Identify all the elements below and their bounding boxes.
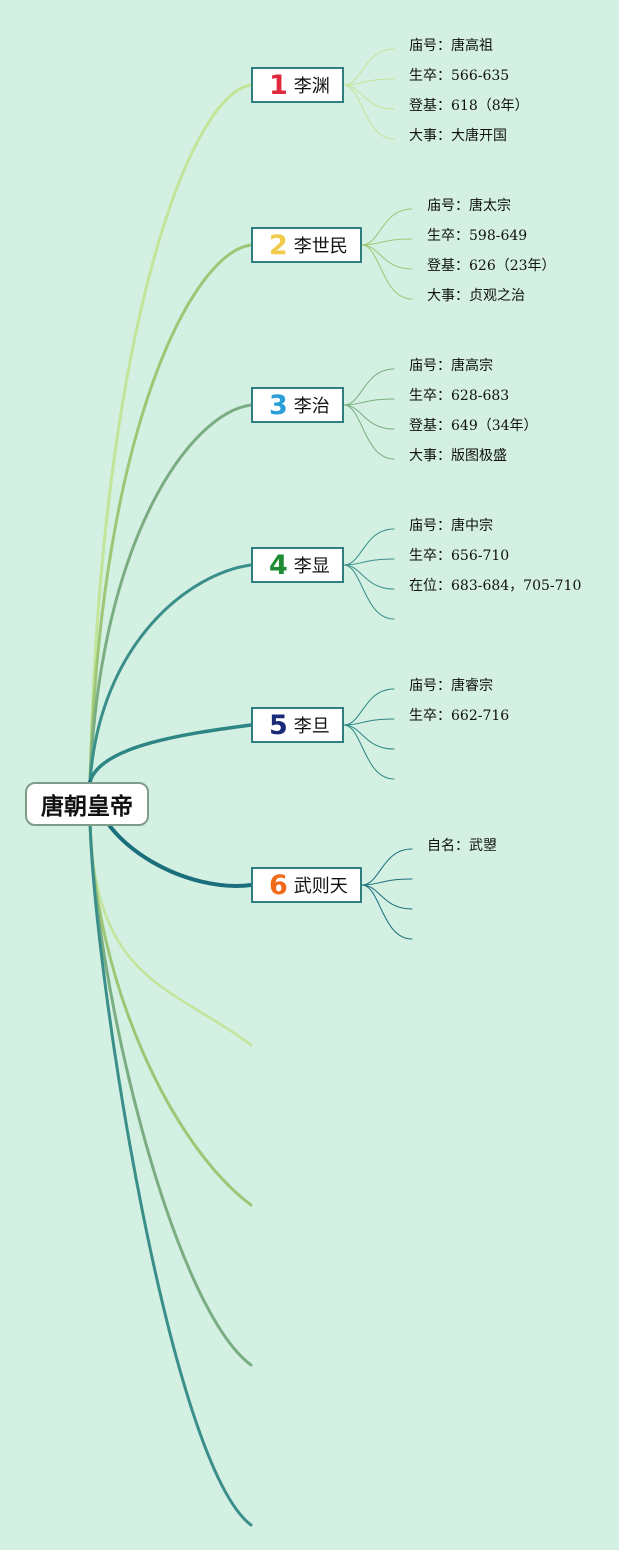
emperor-name: 李世民	[293, 236, 348, 257]
detail-text: 生卒：566-635	[409, 68, 510, 84]
detail-text: 生卒：628-683	[409, 388, 510, 404]
detail-connector-4-3	[343, 564, 395, 590]
detail-text: 登基：626（23年）	[427, 258, 556, 274]
detail-text: 庙号：唐太宗	[427, 198, 511, 214]
detail-text: 登基：618（8年）	[409, 98, 529, 114]
detail-text: 生卒：656-710	[409, 548, 510, 564]
detail-connector-4-1	[343, 528, 395, 566]
detail-connector-5-3	[343, 724, 395, 750]
detail-text: 大事：大唐开国	[409, 128, 507, 144]
detail-connector-2-2	[361, 238, 413, 246]
detail-connector-2-3	[361, 244, 413, 270]
empty-branch-line-3	[88, 820, 253, 1367]
detail-text: 庙号：唐高宗	[409, 358, 493, 374]
emperor-name: 李显	[293, 556, 330, 577]
detail-connector-1-4	[343, 84, 395, 140]
detail-connector-6-3	[361, 884, 413, 910]
detail-text: 生卒：598-649	[427, 228, 528, 244]
emperor-name: 李旦	[293, 716, 330, 737]
detail-connector-4-2	[343, 558, 395, 566]
detail-connector-6-4	[361, 884, 413, 940]
detail-connector-3-1	[343, 368, 395, 406]
detail-text: 登基：649（34年）	[409, 418, 538, 434]
detail-text: 庙号：唐中宗	[409, 518, 493, 534]
detail-text: 庙号：唐高祖	[409, 38, 493, 54]
detail-text: 庙号：唐睿宗	[409, 678, 493, 694]
detail-connector-5-4	[343, 724, 395, 780]
emperor-number: 5	[269, 709, 288, 741]
root-node[interactable]: 唐朝皇帝	[25, 782, 149, 826]
detail-connector-3-4	[343, 404, 395, 460]
detail-text: 大事：贞观之治	[427, 288, 525, 304]
detail-connector-3-2	[343, 398, 395, 406]
emperor-number: 1	[269, 69, 288, 101]
branch-line-4	[88, 563, 253, 784]
detail-connector-5-2	[343, 718, 395, 726]
emperor-name: 武则天	[293, 876, 348, 897]
emperor-number: 4	[269, 549, 288, 581]
detail-text: 生卒：662-716	[409, 708, 510, 724]
emperor-number: 3	[269, 389, 288, 421]
branch-line-1	[88, 83, 253, 784]
branch-line-3	[88, 403, 253, 784]
emperor-name: 李渊	[293, 76, 330, 97]
detail-connector-6-1	[361, 848, 413, 886]
emperor-number: 2	[269, 229, 288, 261]
detail-connector-5-1	[343, 688, 395, 726]
detail-connector-2-4	[361, 244, 413, 300]
emperor-name: 李治	[293, 396, 330, 417]
detail-connector-4-4	[343, 564, 395, 620]
detail-connector-1-3	[343, 84, 395, 110]
empty-branch-line-4	[88, 820, 253, 1527]
detail-text: 自名：武曌	[427, 838, 497, 854]
detail-connector-3-3	[343, 404, 395, 430]
detail-connector-1-2	[343, 78, 395, 86]
emperor-number: 6	[269, 869, 288, 901]
branch-line-2	[88, 243, 253, 784]
detail-text: 在位：683-684，705-710	[409, 578, 582, 594]
branch-line-5	[88, 723, 253, 784]
detail-connector-1-1	[343, 48, 395, 86]
detail-connector-6-2	[361, 878, 413, 886]
detail-connector-2-1	[361, 208, 413, 246]
detail-text: 大事：版图极盛	[409, 448, 507, 464]
